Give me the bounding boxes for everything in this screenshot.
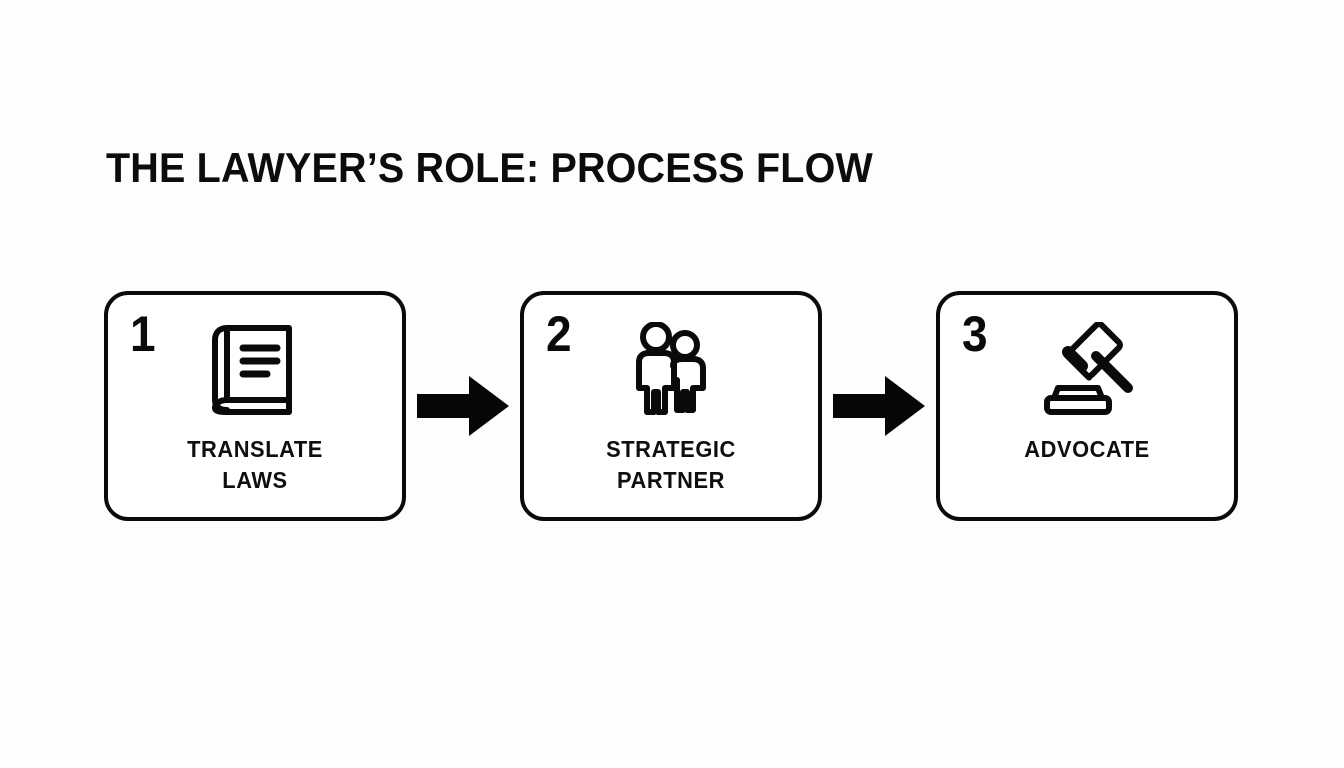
step-label-2-line-2: PARTNER	[616, 467, 725, 494]
step-label-2-line-1: STRATEGIC	[606, 436, 736, 462]
step-number-3: 3	[962, 306, 988, 362]
step-label-1-line-1: TRANSLATE	[187, 436, 323, 462]
step-label-1-line-2: LAWS	[222, 467, 288, 494]
step-label-3-line-1: ADVOCATE	[1024, 436, 1150, 462]
arrow-right-icon-2	[833, 373, 925, 439]
step-card-1[interactable]: 1 TRANSLATE LAWS	[104, 291, 406, 521]
step-number-2: 2	[546, 306, 572, 362]
step-label-1: TRANSLATE LAWS	[115, 434, 394, 496]
page-title: THE LAWYER’S ROLE: PROCESS FLOW	[106, 144, 873, 191]
gavel-icon	[1035, 318, 1139, 422]
step-card-3[interactable]: 3	[936, 291, 1238, 521]
process-flow-row: 1 TRANSLATE LAWS	[104, 291, 1238, 521]
book-icon	[203, 318, 307, 422]
step-number-1: 1	[130, 306, 156, 362]
step-label-3: ADVOCATE	[947, 434, 1226, 465]
arrow-right-icon-1	[417, 373, 509, 439]
step-card-2[interactable]: 2 STRATEGIC PARTNER	[520, 291, 822, 521]
two-people-icon	[619, 318, 723, 422]
step-label-2: STRATEGIC PARTNER	[531, 434, 810, 496]
